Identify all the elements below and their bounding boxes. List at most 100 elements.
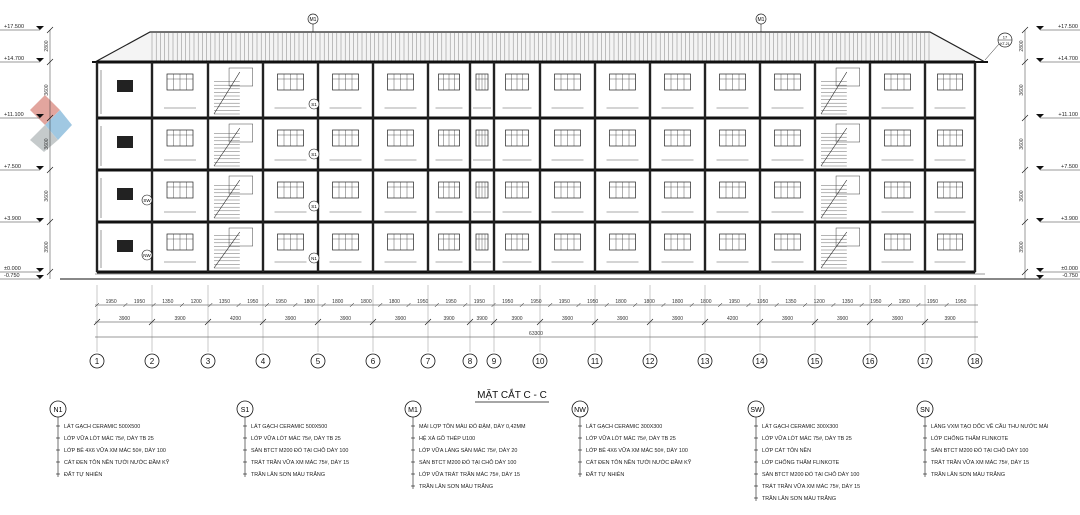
stair-window — [228, 123, 253, 143]
dim-tick — [632, 302, 638, 308]
sub-dim: 1950 — [899, 299, 910, 305]
roof-tag-label: M1 — [310, 17, 317, 23]
axis-label: 1 — [95, 357, 100, 366]
axis-label: 18 — [971, 357, 980, 366]
bay-dim: 3900 — [944, 316, 955, 322]
note-item: TRẦN LĂN SƠN MÀU TRẮNG — [931, 470, 1005, 478]
ac-unit — [117, 136, 133, 148]
sub-dim: 1800 — [672, 299, 683, 305]
note-item: SÀN BTCT M200 ĐỔ TẠI CHỖ DÀY 100 — [251, 447, 348, 454]
vdim-tick — [46, 218, 54, 226]
section-title: MẶT CẮT C - C — [475, 388, 549, 403]
floor-tag — [308, 148, 320, 160]
note-item: LỚP VỮA LÓT MÁC 75#, DÀY TB 25 — [251, 435, 341, 442]
building-section — [60, 60, 1040, 280]
level-arrow — [1036, 218, 1044, 222]
column — [538, 62, 542, 272]
note-item: LỚP CÁT TÔN NỀN — [762, 447, 811, 454]
level-arrow — [36, 114, 44, 118]
sub-dim: 1350 — [785, 299, 796, 305]
vdim-tick — [1021, 268, 1029, 276]
axis-label: 17 — [921, 357, 930, 366]
ac-unit — [117, 240, 133, 252]
sub-dim: 1350 — [842, 299, 853, 305]
axis-bubble — [200, 353, 216, 369]
axis-bubble — [89, 353, 105, 369]
dim-tick — [236, 302, 241, 308]
floor-tag — [308, 98, 320, 110]
axis-label: 6 — [371, 357, 376, 366]
vdim-label: 3600 — [1019, 138, 1025, 149]
level-label: +3.900 — [1061, 216, 1078, 222]
roof-tag-label: M1 — [758, 17, 765, 23]
dim-tick — [123, 302, 128, 308]
sub-dim: 1350 — [219, 299, 230, 305]
dim-tick — [916, 302, 921, 308]
dim-tick — [689, 302, 694, 308]
floor-tag — [308, 200, 320, 212]
sub-dim: 1800 — [332, 299, 343, 305]
axis-label: 3 — [206, 357, 211, 366]
note-item: LỚP BÊ 4X6 VỮA XM MÁC 50#, DÀY 100 — [64, 446, 166, 454]
sub-dim: 1800 — [615, 299, 626, 305]
axis-bubble — [587, 353, 603, 369]
bay-dim: 4200 — [230, 316, 241, 322]
dim-tick — [746, 302, 751, 308]
level-marks-right: +17.500+14.700+11.100+7.500+3.900±0.000-… — [1036, 24, 1080, 280]
sub-dim: 1950 — [474, 299, 485, 305]
level-arrow — [36, 26, 44, 30]
axis-label: 8 — [468, 357, 473, 366]
sub-dim: 1950 — [559, 299, 570, 305]
bay-dim: 3900 — [837, 316, 848, 322]
vdim-tick — [1021, 26, 1029, 34]
section-title-text: MẶT CẮT C - C — [477, 388, 547, 401]
note-item: TRÁT TRẦN VỮA XM MÁC 75#, DÀY 15 — [762, 483, 860, 490]
column — [492, 62, 496, 272]
vdim-label: 2800 — [1019, 40, 1025, 51]
floor-slab — [97, 116, 975, 120]
dim-tick — [406, 302, 411, 308]
dim-tick — [434, 302, 440, 308]
vdim-label: 3600 — [1019, 84, 1025, 95]
column — [923, 62, 927, 272]
note-item: SÀN BTCT M200 ĐỔ TẠI CHỖ DÀY 100 — [931, 447, 1028, 454]
note-item: CÁT ĐEN TÔN NỀN TƯỚI NƯỚC ĐẦM KỸ — [64, 459, 170, 466]
note-item: LÁT GẠCH CERAMIC 500X500 — [251, 423, 327, 430]
level-arrow — [1036, 58, 1044, 62]
bay-dim: 3900 — [782, 316, 793, 322]
note-id: M1 — [408, 407, 418, 414]
sub-dim: 1950 — [445, 299, 456, 305]
axis-label: 13 — [701, 357, 710, 366]
axis-bubble — [642, 353, 658, 369]
vdim-label: 3900 — [1019, 241, 1025, 252]
column — [648, 62, 652, 272]
sub-dim: 1950 — [587, 299, 598, 305]
note-item: SÀN BTCT M200 ĐỔ TẠI CHỖ DÀY 100 — [762, 471, 859, 478]
stair-window — [835, 227, 860, 247]
note-id: SN — [920, 407, 930, 414]
axis-label: 7 — [426, 357, 431, 366]
roof — [92, 31, 988, 63]
axis-bubble — [365, 353, 381, 369]
note-item: LÁT GẠCH CERAMIC 300X300 — [762, 423, 838, 430]
sub-dim: 1350 — [162, 299, 173, 305]
note-item: LỚP VỮA LÓT MÁC 75#, DÀY TB 25 — [64, 435, 154, 442]
note-item: LÁT GẠCH CERAMIC 300X300 — [586, 423, 662, 430]
note-item: LỚP VỮA LÓT MÁC 75#, DÀY TB 25 — [762, 435, 852, 442]
axis-bubble — [697, 353, 713, 369]
column — [261, 62, 265, 272]
vdim-tick — [46, 26, 54, 34]
bay-dim: 3900 — [395, 316, 406, 322]
axis-label: 10 — [536, 357, 545, 366]
axis-bubble — [420, 353, 436, 369]
column — [206, 62, 210, 272]
axis-label: 14 — [756, 357, 765, 366]
level-arrow — [36, 166, 44, 170]
stair-window — [228, 175, 253, 195]
floor-tag — [308, 252, 320, 264]
